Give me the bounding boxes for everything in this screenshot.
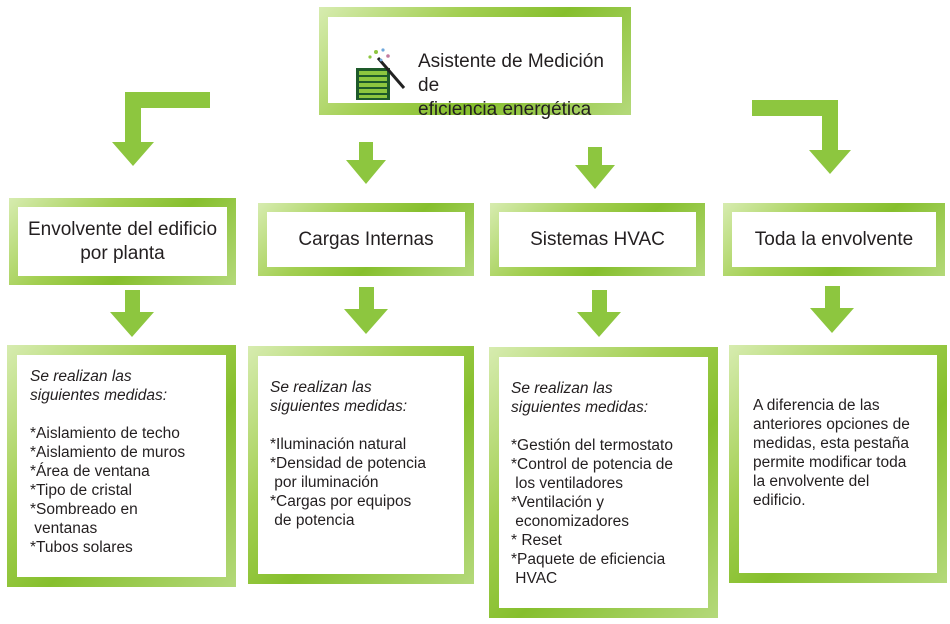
down-arrow-icon xyxy=(810,286,854,333)
measure-item: de potencia xyxy=(270,512,355,529)
content-envolvente-planta: Se realizan las siguientes medidas: *Ais… xyxy=(7,345,236,587)
down-arrow-icon xyxy=(346,142,386,184)
paragraph-line: anteriores opciones de xyxy=(753,416,910,433)
paragraph-line: A diferencia de las xyxy=(753,397,880,414)
header-sistemas-hvac: Sistemas HVAC xyxy=(490,203,705,276)
header-label: Envolvente del edificio xyxy=(27,218,218,240)
header-cargas-internas: Cargas Internas xyxy=(258,203,474,276)
measure-item: *Paquete de eficiencia xyxy=(511,551,666,568)
building-wand-icon xyxy=(356,48,406,100)
header-label: Toda la envolvente xyxy=(754,228,914,250)
measure-item: *Control de potencia de xyxy=(511,456,674,473)
measures-list: Se realizan las siguientes medidas: *Ilu… xyxy=(270,378,426,530)
measure-item: los ventiladores xyxy=(511,475,624,492)
measure-item: *Iluminación natural xyxy=(270,436,407,453)
diagram-title: Asistente de Medición de eficiencia ener… xyxy=(418,51,604,120)
content-sistemas-hvac: Se realizan las siguientes medidas: *Ges… xyxy=(489,347,718,618)
title-box: Asistente de Medición de eficiencia ener… xyxy=(319,7,631,120)
header-label: Cargas Internas xyxy=(298,228,434,250)
header-toda-envolvente: Toda la envolvente xyxy=(723,203,945,276)
content-cargas-internas: Se realizan las siguientes medidas: *Ilu… xyxy=(248,346,474,584)
paragraph-line: la envolvente del xyxy=(753,473,870,490)
measure-item: *Aislamiento de muros xyxy=(30,444,186,461)
measure-item: economizadores xyxy=(511,513,630,530)
down-arrow-icon xyxy=(577,290,621,337)
right-elbow-arrow xyxy=(752,100,851,174)
measure-item: *Tubos solares xyxy=(30,539,133,556)
measures-intro: Se realizan las siguientes medidas: xyxy=(511,380,648,416)
measure-item: *Área de ventana xyxy=(30,463,150,480)
description-paragraph: A diferencia de las anteriores opciones … xyxy=(753,396,910,510)
measure-item: *Densidad de potencia xyxy=(270,455,426,472)
measures-list: Se realizan las siguientes medidas: *Ais… xyxy=(30,367,185,557)
left-elbow-arrow xyxy=(112,92,210,166)
header-label: Sistemas HVAC xyxy=(530,228,665,250)
measure-item: *Aislamiento de techo xyxy=(30,425,180,442)
down-arrow-icon xyxy=(110,290,154,337)
down-arrow-icon xyxy=(575,147,615,189)
measures-intro: Se realizan las siguientes medidas: xyxy=(270,379,407,415)
measures-intro: Se realizan las siguientes medidas: xyxy=(30,368,167,404)
content-toda-envolvente: A diferencia de las anteriores opciones … xyxy=(729,345,947,583)
measure-item: *Cargas por equipos xyxy=(270,493,412,510)
paragraph-line: medidas, esta pestaña xyxy=(753,435,909,452)
paragraph-line: edificio. xyxy=(753,492,806,509)
measure-item: HVAC xyxy=(511,570,558,587)
paragraph-line: permite modificar toda xyxy=(753,454,907,471)
down-arrow-icon xyxy=(344,287,388,334)
measure-item: *Gestión del termostato xyxy=(511,437,673,454)
measure-item: ventanas xyxy=(30,520,98,537)
measure-item: *Sombreado en xyxy=(30,501,138,518)
measure-item: por iluminación xyxy=(270,474,379,491)
header-label: por planta xyxy=(80,242,165,264)
measure-item: * Reset xyxy=(511,532,562,549)
measures-list: Se realizan las siguientes medidas: *Ges… xyxy=(511,379,673,588)
header-envolvente-planta: Envolvente del edificio por planta xyxy=(9,198,236,285)
measure-item: *Ventilación y xyxy=(511,494,605,511)
measure-item: *Tipo de cristal xyxy=(30,482,132,499)
